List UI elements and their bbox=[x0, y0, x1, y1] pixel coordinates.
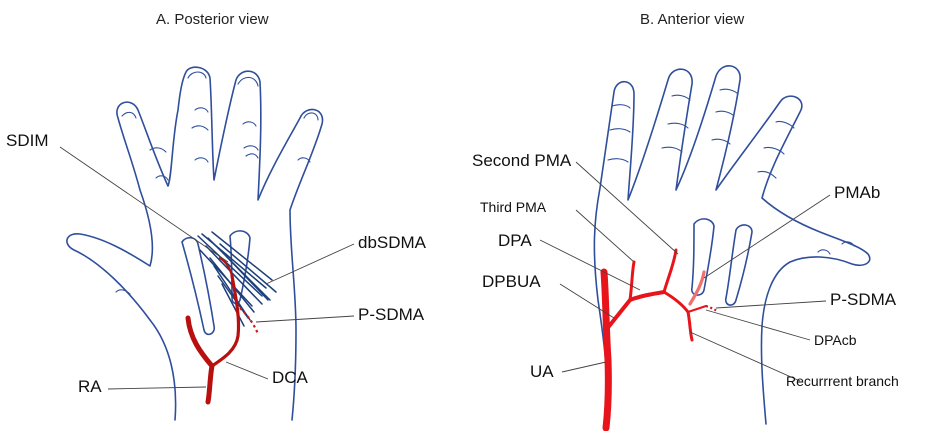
dpacb-artery bbox=[688, 306, 706, 312]
posterior-nails bbox=[122, 72, 318, 120]
label-psdma-a: P-SDMA bbox=[358, 305, 425, 324]
dpa-artery bbox=[664, 292, 692, 340]
leader-dbsdma bbox=[266, 244, 354, 284]
leader-sdim bbox=[60, 147, 228, 262]
leader-dpa bbox=[540, 240, 640, 290]
psdma-anterior-dotted bbox=[706, 306, 718, 312]
label-pmab: PMAb bbox=[834, 183, 880, 202]
label-dpbua: DPBUA bbox=[482, 272, 541, 291]
ra-artery bbox=[188, 318, 212, 402]
label-ua: UA bbox=[530, 362, 554, 381]
leader-recurrent bbox=[690, 332, 800, 381]
third-pma-artery bbox=[630, 262, 634, 300]
panel-b-title: B. Anterior view bbox=[640, 11, 744, 28]
leader-dca bbox=[226, 362, 268, 379]
label-dpa: DPA bbox=[498, 231, 532, 250]
anterior-finger-creases bbox=[608, 89, 854, 254]
label-second-pma: Second PMA bbox=[472, 151, 572, 170]
label-psdma-b: P-SDMA bbox=[830, 290, 897, 309]
dpbua-artery bbox=[606, 292, 664, 330]
label-dca: DCA bbox=[272, 368, 309, 387]
leader-second-pma bbox=[576, 162, 678, 254]
leader-psdma-a bbox=[256, 316, 354, 322]
label-third-pma: Third PMA bbox=[480, 199, 547, 215]
panel-b: B. Anterior view Second PMA Third PMA DP… bbox=[472, 11, 899, 428]
ua-artery bbox=[604, 272, 608, 428]
leader-ua bbox=[562, 362, 606, 372]
psdma-posterior-dotted bbox=[240, 308, 258, 334]
second-pma-artery bbox=[664, 250, 676, 292]
panel-a: A. Posterior view bbox=[6, 11, 427, 420]
leader-ra bbox=[108, 387, 206, 389]
leader-pmab bbox=[704, 195, 830, 278]
anterior-metacarpal-2 bbox=[726, 225, 752, 305]
panel-a-title: A. Posterior view bbox=[156, 11, 269, 28]
posterior-knuckle-creases bbox=[116, 108, 310, 294]
anterior-hand-outline bbox=[594, 66, 869, 424]
leader-dpacb bbox=[706, 310, 810, 340]
label-dpacb: DPAcb bbox=[814, 332, 857, 348]
leader-third-pma bbox=[576, 210, 634, 262]
anterior-metacarpal-1 bbox=[692, 219, 714, 295]
label-sdim: SDIM bbox=[6, 131, 49, 150]
label-recurrent-branch: Recurrrent branch bbox=[786, 373, 899, 389]
label-ra: RA bbox=[78, 377, 102, 396]
label-dbsdma: dbSDMA bbox=[358, 233, 427, 252]
